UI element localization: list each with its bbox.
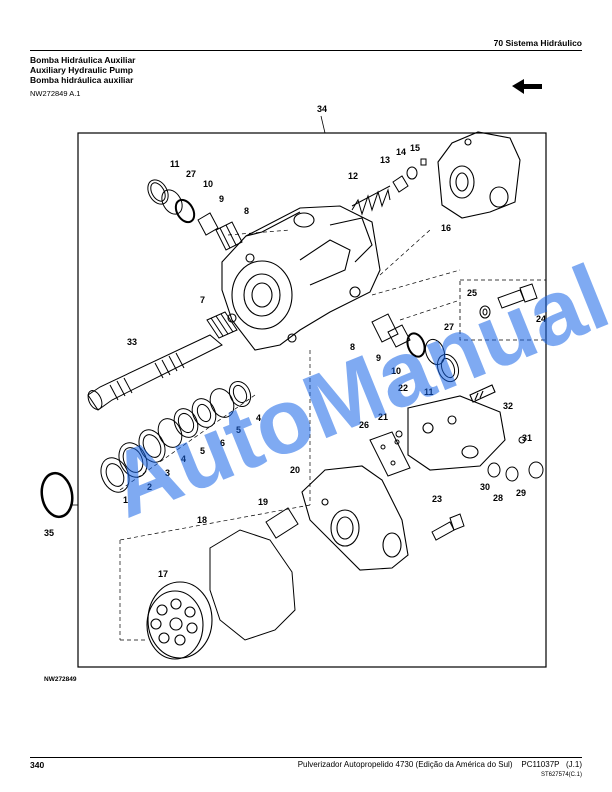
callout-29: 29 <box>516 488 526 498</box>
callout-6: 6 <box>220 438 225 448</box>
header-divider <box>30 50 582 51</box>
callout-5-upper: 5 <box>236 425 241 435</box>
callout-7: 7 <box>200 295 205 305</box>
callout-9: 9 <box>219 194 224 204</box>
callout-8-right: 8 <box>350 342 355 352</box>
callout-28: 28 <box>493 493 503 503</box>
callout-21: 21 <box>378 412 388 422</box>
page-number: 340 <box>30 760 45 770</box>
image-reference-label: NW272849 <box>44 676 77 683</box>
title-portuguese: Bomba Hidráulica Auxiliar <box>30 55 136 65</box>
callout-11-right: 11 <box>424 387 434 397</box>
section-title: 70 Sistema Hidráulico <box>493 38 582 48</box>
pump-housing <box>221 205 381 351</box>
callout-14: 14 <box>396 147 406 157</box>
callout-24: 24 <box>536 314 546 324</box>
footer-code: ST627574(C.1) <box>540 772 582 778</box>
rotating-group-17 <box>146 581 213 660</box>
callout-13: 13 <box>380 155 390 165</box>
footer-title: Pulverizador Autopropelido 4730 (Edição … <box>297 760 582 769</box>
callout-10-right: 10 <box>391 366 401 376</box>
callout-9-right: 9 <box>376 353 381 363</box>
callout-22: 22 <box>398 383 408 393</box>
callout-33: 33 <box>127 337 137 347</box>
callout-16: 16 <box>441 223 451 233</box>
callout-4: 4 <box>181 454 186 464</box>
callout-frame: 34 <box>317 104 327 114</box>
callout-4-upper: 4 <box>256 413 261 423</box>
page-title-block: Bomba Hidráulica Auxiliar Auxiliary Hydr… <box>30 55 136 85</box>
callout-10: 10 <box>203 179 213 189</box>
callout-17: 17 <box>158 569 168 579</box>
callout-25: 25 <box>467 288 477 298</box>
o-ring-35 <box>40 471 74 519</box>
callout-31: 31 <box>522 433 532 443</box>
diagram-frame <box>77 132 547 668</box>
callout-11: 11 <box>170 159 180 169</box>
callout-27: 27 <box>186 169 196 179</box>
callout-18: 18 <box>197 515 207 525</box>
callout-32: 32 <box>503 401 513 411</box>
callout-2: 2 <box>147 482 152 492</box>
title-english: Auxiliary Hydraulic Pump <box>30 65 133 75</box>
callout-3: 3 <box>165 468 170 478</box>
watermark: AutoManual.net <box>96 184 612 537</box>
inset-box <box>459 279 547 341</box>
callout-20: 20 <box>290 465 300 475</box>
callout-30: 30 <box>480 482 490 492</box>
callout-35: 35 <box>44 528 54 538</box>
callout-19: 19 <box>258 497 268 507</box>
direction-arrow-icon <box>512 79 542 94</box>
title-spanish: Bomba hidráulica auxiliar <box>30 75 134 85</box>
callout-5: 5 <box>200 446 205 456</box>
figure-id: NW272849 A.1 <box>30 89 81 98</box>
callout-1: 1 <box>123 495 128 505</box>
callout-23: 23 <box>432 494 442 504</box>
footer-divider <box>30 757 582 758</box>
callout-12: 12 <box>348 171 358 181</box>
callout-15: 15 <box>410 143 420 153</box>
callout-8: 8 <box>244 206 249 216</box>
callout-27-right: 27 <box>444 322 454 332</box>
drive-shaft-33 <box>87 334 223 411</box>
callout-26: 26 <box>359 420 369 430</box>
pump-cover-16 <box>437 131 521 219</box>
